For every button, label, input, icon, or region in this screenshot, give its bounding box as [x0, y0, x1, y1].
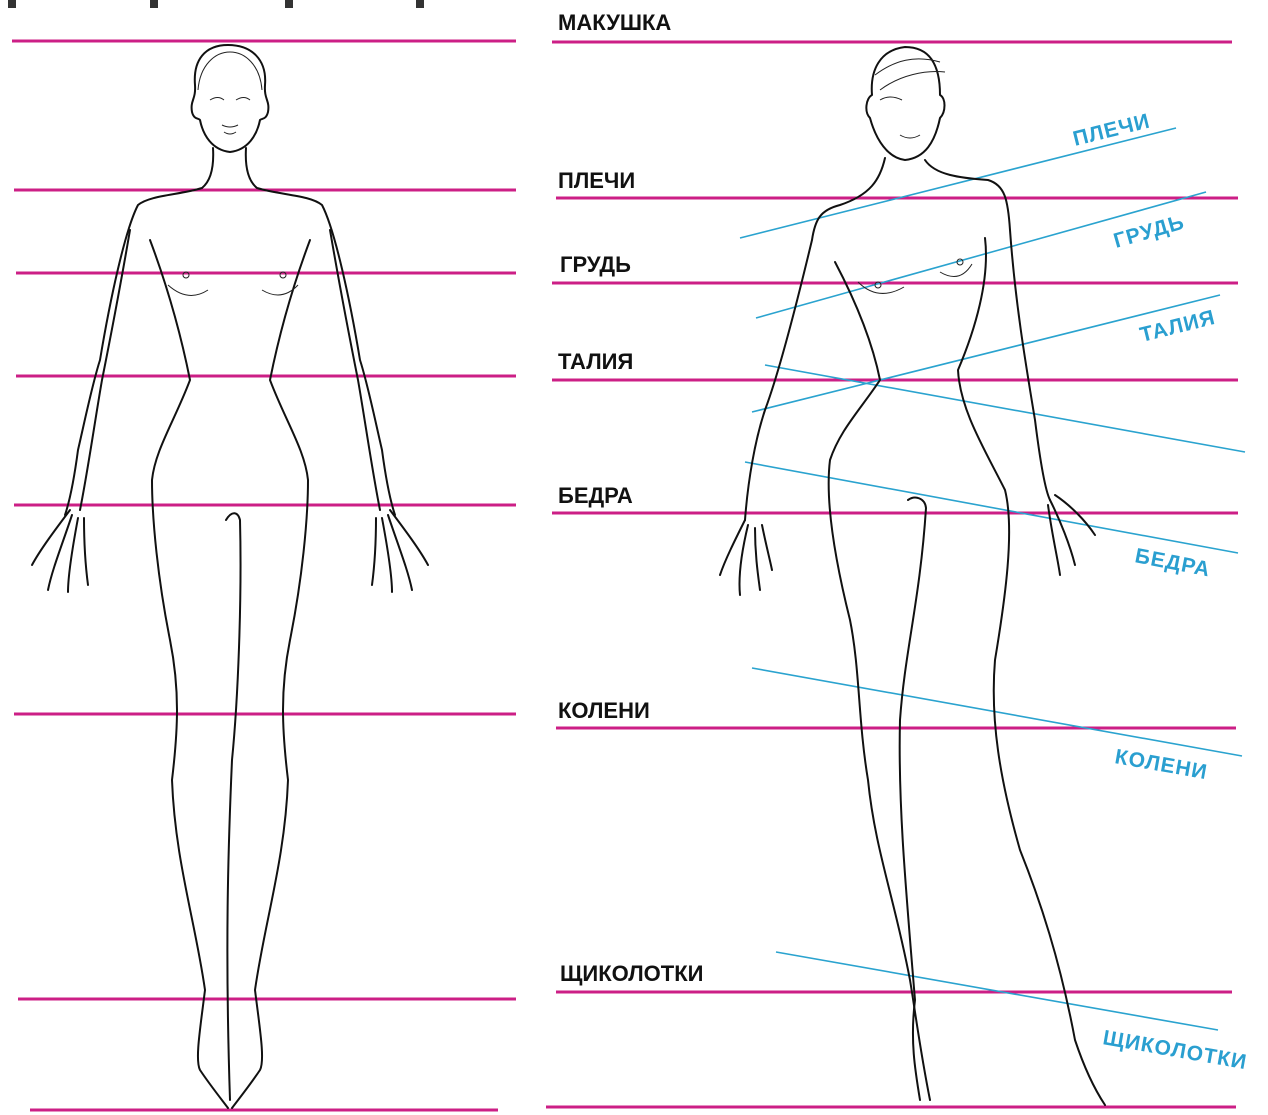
- label-crown: МАКУШКА: [558, 10, 671, 35]
- label-bust: ГРУДЬ: [560, 252, 631, 277]
- label-knees: КОЛЕНИ: [558, 698, 650, 723]
- front-figure: [32, 45, 428, 1108]
- tilted-label-knees: КОЛЕНИ: [1113, 745, 1209, 784]
- right-guide-lines: [546, 42, 1238, 1107]
- label-shoulders: ПЛЕЧИ: [558, 168, 635, 193]
- label-waist: ТАЛИЯ: [558, 349, 633, 374]
- walking-figure: [720, 47, 1105, 1105]
- tilted-labels: ПЛЕЧИ ГРУДЬ ТАЛИЯ БЕДРА КОЛЕНИ ЩИКОЛОТКИ: [1071, 109, 1249, 1074]
- label-hips: БЕДРА: [558, 483, 633, 508]
- tilted-label-bust: ГРУДЬ: [1111, 211, 1187, 253]
- tilted-lines: [740, 128, 1245, 1030]
- tilted-label-ankles: ЩИКОЛОТКИ: [1101, 1026, 1249, 1074]
- landmark-labels: МАКУШКА ПЛЕЧИ ГРУДЬ ТАЛИЯ БЕДРА КОЛЕНИ Щ…: [558, 10, 703, 986]
- top-edge-marks: [8, 0, 424, 8]
- label-ankles: ЩИКОЛОТКИ: [560, 961, 703, 986]
- tilted-label-hips: БЕДРА: [1133, 544, 1212, 581]
